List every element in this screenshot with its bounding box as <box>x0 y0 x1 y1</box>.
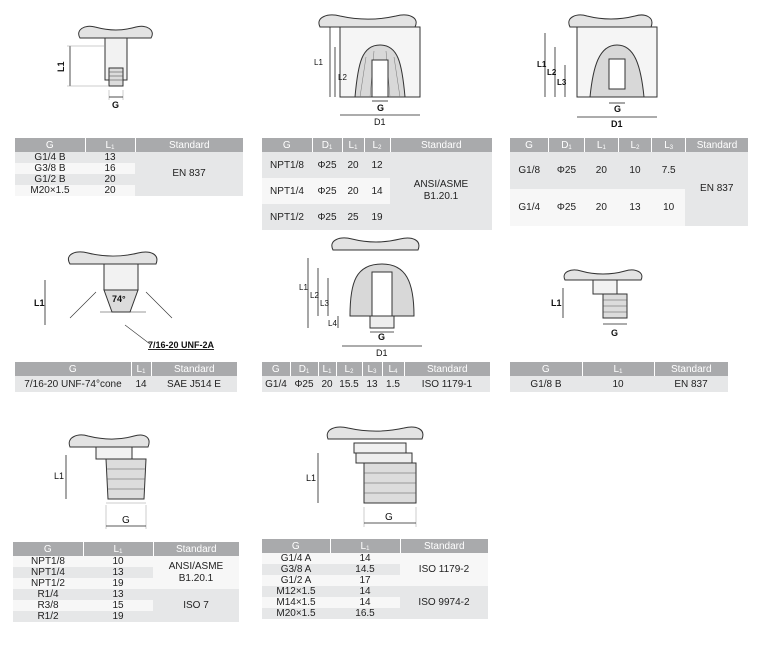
standard-cell: EN 837 <box>685 152 748 226</box>
drawing-6: L1 G <box>545 260 665 350</box>
dim-l4-label: L4 <box>328 319 337 328</box>
drawing-3: L1 L2 L3 G D1 <box>535 5 675 130</box>
stem-body <box>103 263 139 291</box>
dim-d1-label: D1 <box>374 117 386 127</box>
dim-g-label: G <box>378 332 385 342</box>
thread-label: 7/16-20 UNF-2A <box>148 340 215 350</box>
standard-cell: ISO 1179-2 <box>400 553 488 586</box>
dim-l2-label: L2 <box>547 68 557 77</box>
knob-handle <box>68 251 158 265</box>
dim-l1-label: L1 <box>537 60 547 69</box>
drawing-7: L1 G <box>40 425 170 535</box>
dim-g-label: G <box>112 100 119 110</box>
drawing-8: L1 G <box>300 415 450 535</box>
thread-section <box>108 67 124 87</box>
knob-handle <box>331 237 420 251</box>
knob-handle <box>68 434 150 448</box>
dim-g-label: G <box>385 512 393 523</box>
dim-l1-label: L1 <box>306 473 316 483</box>
dim-d1-label: D1 <box>376 348 388 358</box>
col-header-l1: L1 <box>85 138 136 152</box>
sealing-ring <box>353 442 407 454</box>
drawing-2: L1 L2 G D1 <box>300 5 440 130</box>
dim-g-label: G <box>611 328 618 338</box>
dim-g-label: G <box>122 515 130 526</box>
dim-l2-label: L2 <box>310 291 319 300</box>
dim-l3-label: L3 <box>320 299 329 308</box>
dim-l1-label: L1 <box>54 471 64 481</box>
drawing-1: L1 G <box>50 8 180 118</box>
standard-cell: EN 837 <box>135 152 243 196</box>
dim-g-label: G <box>377 103 384 113</box>
stem-body <box>95 446 133 460</box>
knob-handle <box>568 14 653 28</box>
dim-l1-label: L1 <box>56 61 66 72</box>
col-header-g: G <box>15 138 86 152</box>
dim-l1-label: L1 <box>551 298 562 308</box>
dim-l3-label: L3 <box>557 78 567 87</box>
thread-bore <box>371 59 389 98</box>
dim-g-label: G <box>614 104 621 114</box>
dim-d1-label: D1 <box>611 119 623 129</box>
thread-bore <box>371 271 393 317</box>
drawing-5: L1 L2 L3 L4 G D1 <box>298 228 438 358</box>
stem-body <box>355 452 413 464</box>
angle-label: 74° <box>112 294 126 304</box>
standard-cell: ISO 7 <box>153 589 239 622</box>
dim-l1-label: L1 <box>314 58 323 67</box>
thread-bore <box>608 58 626 90</box>
standard-cell: ISO 9974-2 <box>400 586 488 619</box>
knob-handle <box>563 269 643 281</box>
drawing-4: 74° L1 7/16-20 UNF-2A <box>30 240 240 355</box>
stem-body <box>592 279 618 295</box>
knob-handle <box>326 426 424 440</box>
dim-l1-label: L1 <box>299 283 308 292</box>
dim-l1-label: L1 <box>34 298 45 308</box>
dim-l2-label: L2 <box>338 73 347 82</box>
knob-handle <box>78 25 153 39</box>
knob-handle <box>318 14 417 28</box>
col-header-standard: Standard <box>135 138 243 152</box>
thread-stub <box>369 315 395 329</box>
